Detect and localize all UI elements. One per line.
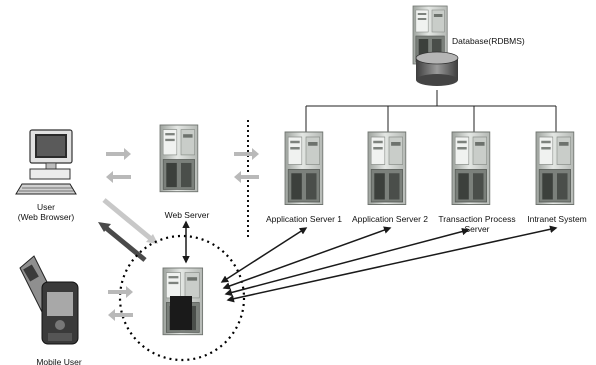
app-server-1-icon [284,131,324,206]
intranet-label: Intranet System [527,214,587,224]
user-label-line1: User [37,202,55,212]
database-connector-lines [305,90,557,132]
transaction-server-icon [451,131,491,206]
desktop-computer-icon [15,129,77,195]
transaction-server-label-line1: Transaction Process [438,214,516,224]
gateway-server-icon [162,267,204,336]
database-label: Database(RDBMS) [452,36,525,46]
intranet-server-icon [535,131,575,206]
user-webserver-arrows [106,148,131,183]
database-server-icon [412,5,459,86]
web-server-label: Web Server [164,210,210,220]
mobile-gateway-arrows [108,286,133,321]
app-server-1-label: Application Server 1 [265,214,343,224]
app-server-2-label: Application Server 2 [351,214,429,224]
mobile-phone-icon [19,255,79,345]
web-server-icon [159,124,199,193]
transaction-server-label-line2: Server [464,224,490,234]
gateway-server-arrows [220,225,558,303]
mobile-user-label: Mobile User [36,357,82,365]
user-label-line2: (Web Browser) [17,212,75,222]
user-gateway-arrows [98,198,158,262]
webserver-app-arrows [234,148,259,183]
app-server-2-icon [367,131,407,206]
